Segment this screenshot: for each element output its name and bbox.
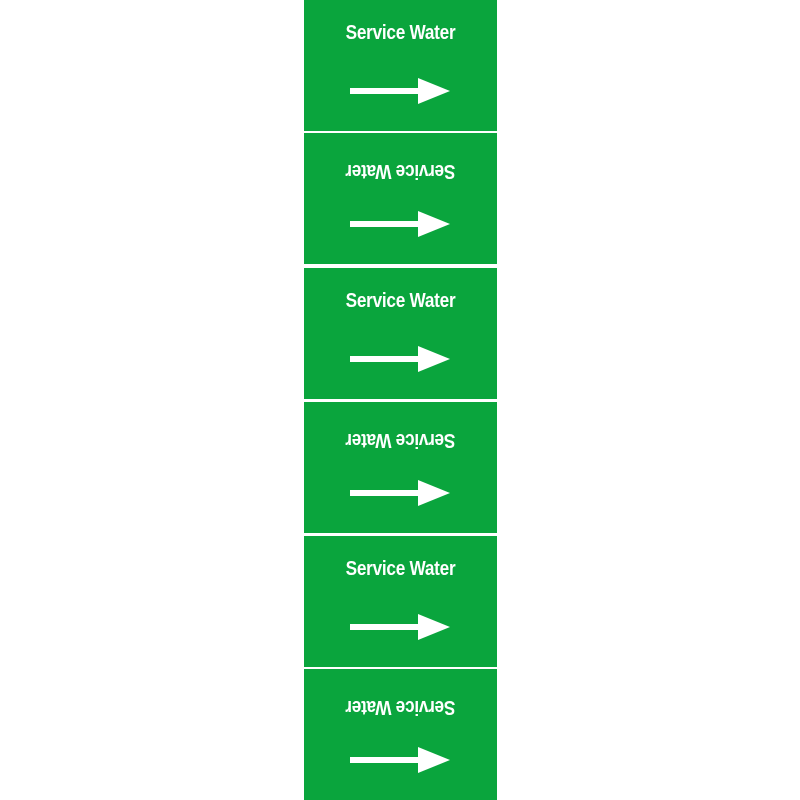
segment-label: Service Water bbox=[345, 290, 456, 312]
pipe-marker-segment: Service Water bbox=[304, 268, 497, 399]
segment-label: Service Water bbox=[345, 429, 456, 451]
pipe-marker-segment: Service Water bbox=[304, 402, 497, 533]
segment-label: Service Water bbox=[345, 22, 456, 44]
pipe-marker-segment: Service Water bbox=[304, 0, 497, 131]
segment-label: Service Water bbox=[345, 696, 456, 718]
right-arrow-icon bbox=[350, 480, 450, 506]
right-arrow-icon bbox=[350, 211, 450, 237]
right-arrow-icon bbox=[350, 614, 450, 640]
right-arrow-icon bbox=[350, 346, 450, 372]
pipe-marker-strip: Service Water Service Water Service Wate… bbox=[304, 0, 497, 800]
right-arrow-icon bbox=[350, 747, 450, 773]
right-arrow-icon bbox=[350, 78, 450, 104]
segment-label: Service Water bbox=[345, 558, 456, 580]
pipe-marker-segment: Service Water bbox=[304, 133, 497, 264]
pipe-marker-segment: Service Water bbox=[304, 669, 497, 800]
pipe-marker-segment: Service Water bbox=[304, 536, 497, 667]
segment-label: Service Water bbox=[345, 160, 456, 182]
